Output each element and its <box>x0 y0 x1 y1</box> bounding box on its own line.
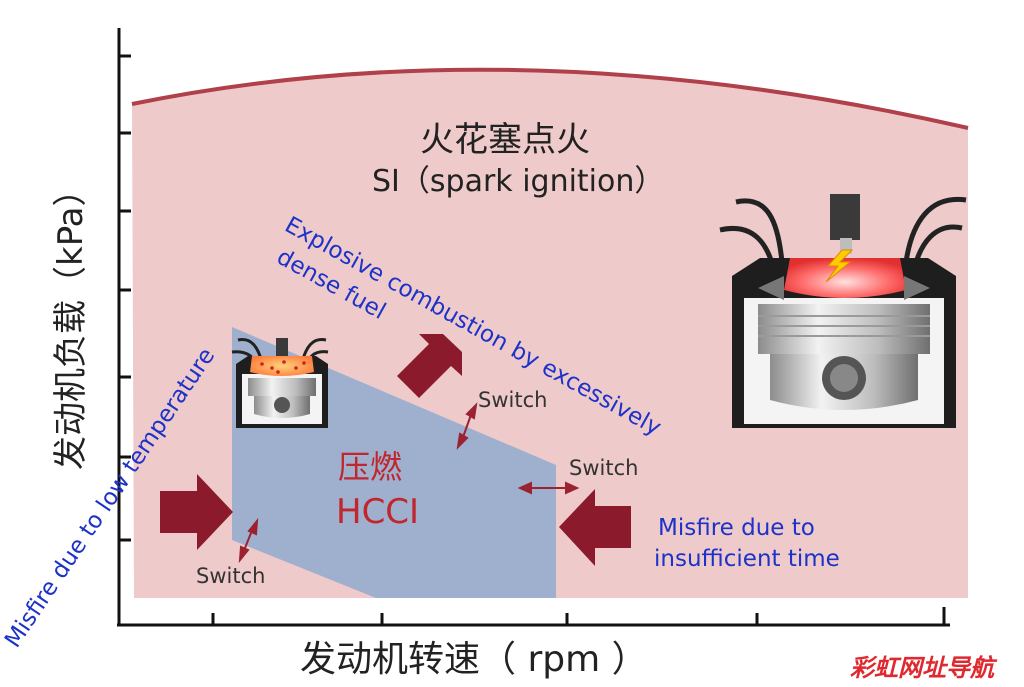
arrow-right-icon <box>160 474 233 550</box>
engine-cylinder-hcci-icon <box>231 338 329 428</box>
si-title-en: SI（spark ignition） <box>372 164 665 199</box>
switch-label-upper: Switch <box>478 388 548 412</box>
arrow-down-left-icon <box>397 334 462 398</box>
y-axis-ticks <box>119 54 131 542</box>
x-axis-label: 发动机转速（ rpm ） <box>300 639 648 680</box>
watermark: 彩虹网址导航 <box>850 654 994 682</box>
hcci-title-en: HCCI <box>336 492 420 532</box>
arrow-left-icon <box>559 489 631 566</box>
x-axis-ticks <box>211 607 946 625</box>
y-axis-label: 发动机负载（kPa） <box>51 172 91 471</box>
si-title-cn: 火花塞点火 <box>420 120 590 160</box>
engine-cylinder-si-icon <box>719 194 967 428</box>
switch-arrows <box>238 402 580 564</box>
hcci-title-cn: 压燃 <box>338 448 403 486</box>
annotation-misfire-time-line2: insufficient time <box>654 546 840 572</box>
annotation-misfire-time-line1: Misfire due to <box>658 515 815 541</box>
spark-bolt-icon <box>825 249 854 283</box>
switch-label-right: Switch <box>569 456 639 480</box>
max-load-curve <box>131 67 969 130</box>
switch-label-lower: Switch <box>196 564 266 588</box>
